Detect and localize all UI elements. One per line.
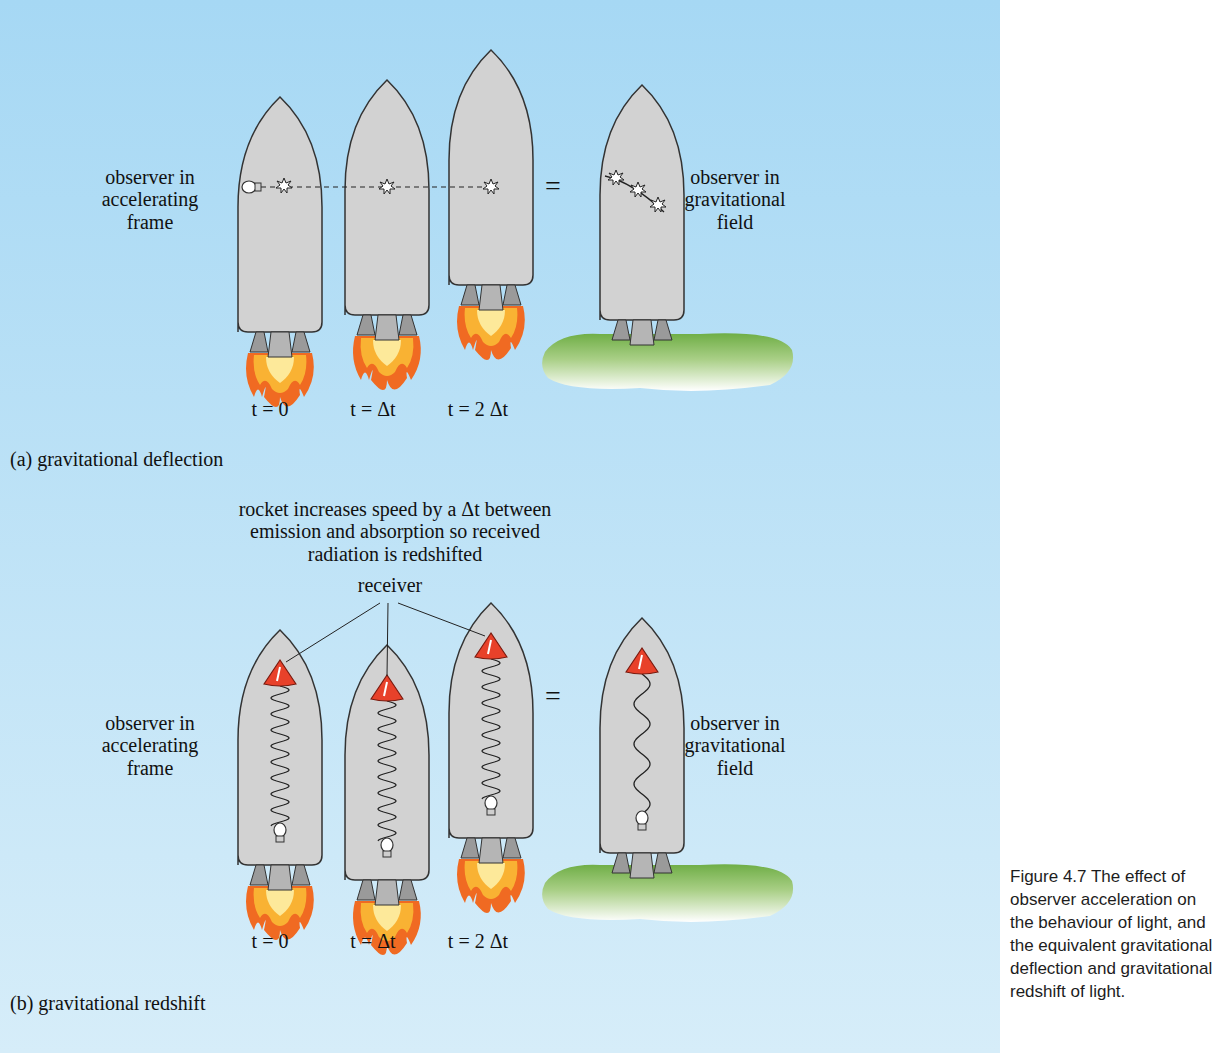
label-text: = [545, 170, 561, 201]
label-text: t = 0 [252, 398, 289, 420]
figure-caption: Figure 4.7 The effect of observer accele… [1010, 866, 1220, 1004]
light-wave [271, 686, 289, 826]
label-text: t = Δt [350, 930, 395, 952]
light-wave [634, 674, 650, 814]
label-text: observer in gravitational field [675, 166, 795, 233]
label-text: observer in gravitational field [675, 712, 795, 779]
label-text: (a) gravitational deflection [10, 448, 223, 470]
label-text: rocket increases speed by a Δt between e… [220, 498, 570, 565]
label-text: observer in accelerating frame [88, 166, 212, 233]
label-text: observer in accelerating frame [88, 712, 212, 779]
label-text: t = 2 Δt [448, 930, 508, 952]
label-text: t = 0 [252, 930, 289, 952]
label-text: t = 2 Δt [448, 398, 508, 420]
leader-line [387, 603, 388, 676]
label-text: = [545, 680, 561, 711]
label-text: receiver [358, 574, 422, 596]
label-text: t = Δt [350, 398, 395, 420]
leader-line [398, 603, 485, 636]
light-wave [482, 659, 500, 799]
background-panel [0, 0, 1000, 1053]
light-wave [378, 701, 396, 841]
leader-line [286, 603, 380, 662]
label-text: (b) gravitational redshift [10, 992, 206, 1014]
